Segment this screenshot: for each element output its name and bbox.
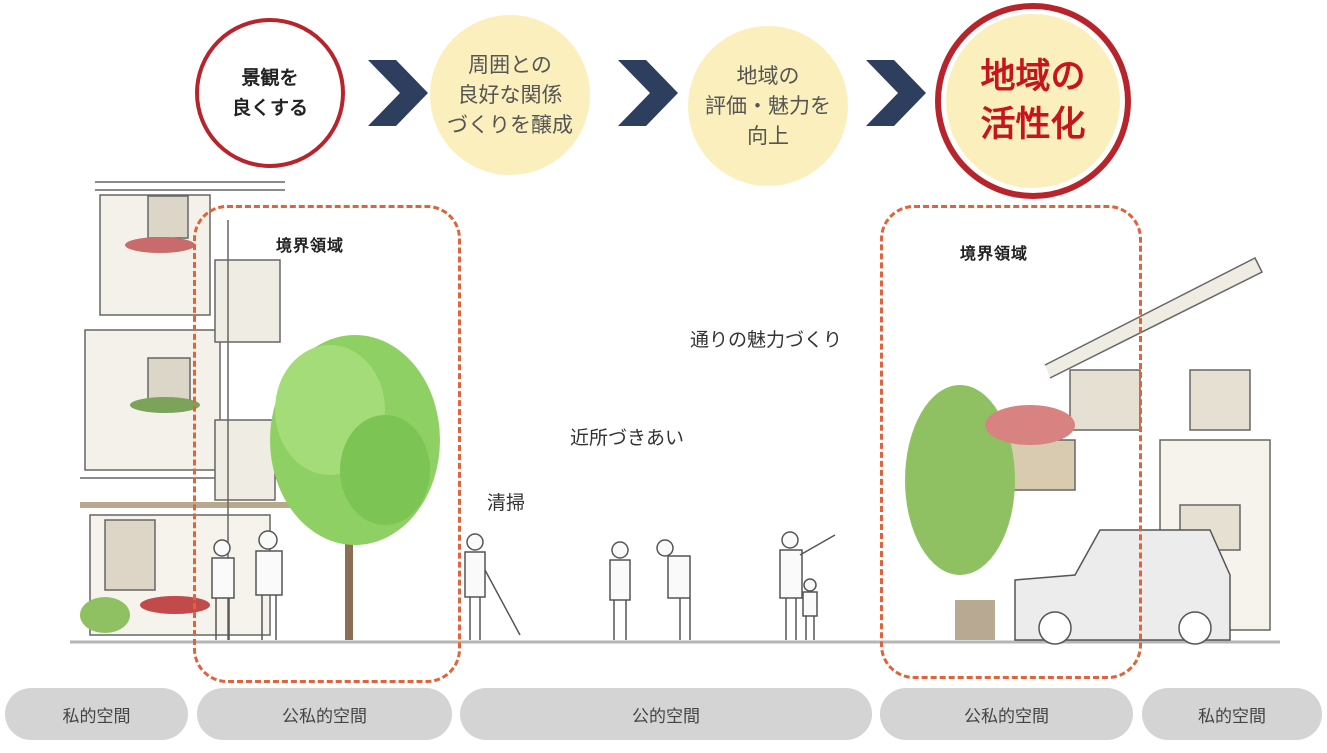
left-tree bbox=[270, 335, 440, 640]
right-bushes bbox=[905, 385, 1075, 640]
left-building bbox=[80, 181, 300, 640]
car bbox=[1014, 529, 1231, 645]
zone-private-left: 私的空間 bbox=[5, 688, 188, 740]
boundary-label-left: 境界領域 bbox=[276, 236, 345, 255]
right-house bbox=[1004, 256, 1271, 631]
zone-semi-public-right: 公私的空間 bbox=[880, 688, 1133, 740]
boundary-label-right: 境界領域 bbox=[960, 244, 1029, 263]
flow-step-build-relations: 周囲との 良好な関係 づくりを醸成 bbox=[430, 15, 590, 175]
people-figures bbox=[211, 530, 836, 640]
chevron-right-icon bbox=[368, 60, 428, 126]
zone-public: 公的空間 bbox=[460, 688, 872, 740]
flower-boxes bbox=[80, 237, 210, 633]
label-street-charm: 通りの魅力づくり bbox=[690, 329, 843, 351]
flow-result-revitalization: 地域の 活性化 bbox=[935, 3, 1131, 199]
boundary-region-left bbox=[193, 205, 461, 683]
flow-step-improve-landscape: 景観を 良くする bbox=[195, 18, 345, 168]
label-neighbors: 近所づきあい bbox=[570, 427, 685, 449]
boundary-region-right bbox=[880, 205, 1142, 679]
zone-private-right: 私的空間 bbox=[1142, 688, 1322, 740]
flow-step-raise-appeal: 地域の 評価・魅力を 向上 bbox=[688, 26, 848, 186]
chevron-right-icon bbox=[618, 60, 678, 126]
zone-semi-public-left: 公私的空間 bbox=[197, 688, 452, 740]
label-cleaning: 清掃 bbox=[487, 492, 526, 514]
chevron-right-icon bbox=[866, 60, 926, 126]
